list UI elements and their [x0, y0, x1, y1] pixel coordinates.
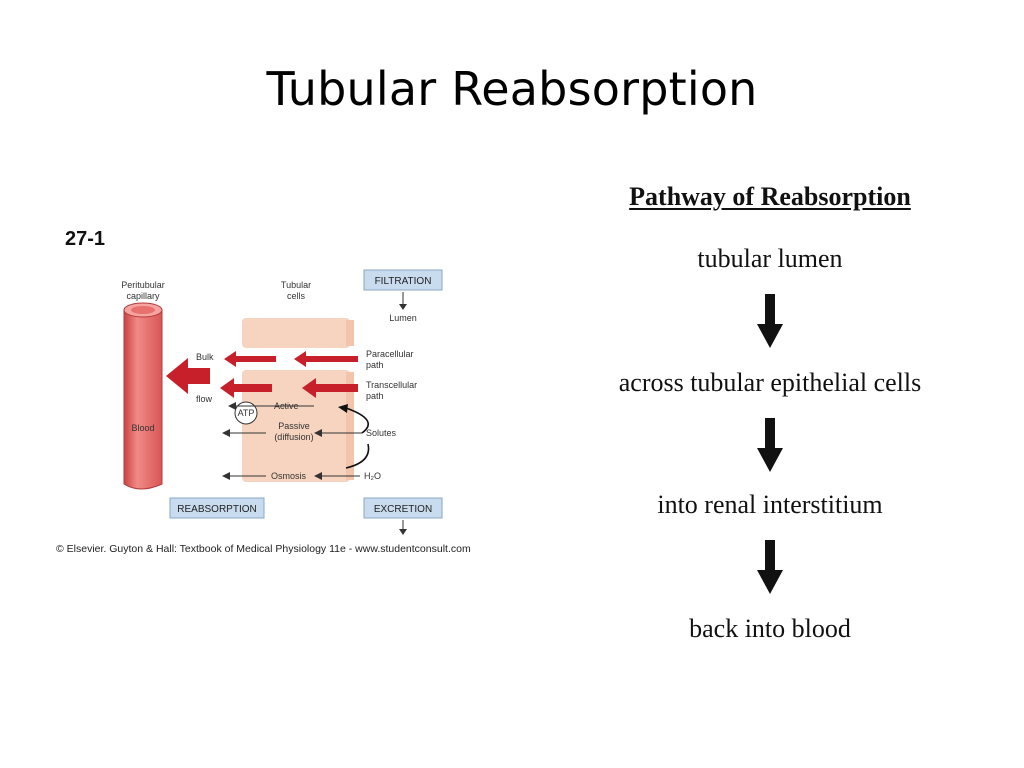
bulk-flow-arrow [166, 358, 210, 394]
peritubular-capillary [123, 302, 163, 490]
reabsorption-pathway: Pathway of Reabsorption tubular lumen ac… [560, 180, 980, 643]
reabsorption-figure: 27-1 Peritubular capillary Blood Tubular… [50, 222, 530, 567]
reabsorption-diagram: Peritubular capillary Blood Tubular cell… [121, 269, 443, 535]
slide-title: Tubular Reabsorption [266, 62, 758, 116]
blood-label: Blood [131, 423, 154, 433]
excretion-label: EXCRETION [374, 504, 432, 515]
paracellular-arrows [224, 351, 358, 367]
paracellular-label-2: path [366, 360, 384, 370]
atp-icon [234, 401, 258, 425]
filtration-box [363, 269, 443, 291]
passive-label-2: (diffusion) [274, 432, 313, 442]
figure-credit: © Elsevier. Guyton & Hall: Textbook of M… [56, 543, 471, 555]
passive-label-1: Passive [278, 421, 310, 431]
pathway-step-1: tubular lumen [697, 244, 843, 273]
tubular-cells [242, 318, 354, 482]
tubular-cells-label-2: cells [287, 291, 306, 301]
down-arrow-icon [757, 418, 783, 474]
bulk-flow-label-2: flow [196, 394, 213, 404]
reabsorption-box [169, 497, 265, 519]
excretion-box [363, 497, 443, 519]
down-arrow-icon [757, 540, 783, 596]
peritubular-label-2: capillary [126, 291, 160, 301]
atp-label: ATP [238, 408, 255, 418]
tubular-cells-label-1: Tubular [281, 280, 311, 290]
pathway-step-2: across tubular epithelial cells [618, 368, 922, 397]
bulk-flow-label-1: Bulk [196, 352, 214, 362]
pathway-step-3: into renal interstitium [657, 490, 883, 519]
filtration-label: FILTRATION [375, 276, 432, 287]
figure-number: 27-1 [65, 228, 106, 250]
reabsorption-label: REABSORPTION [177, 504, 256, 515]
solutes-curve-arrow [345, 407, 369, 434]
solutes-label: Solutes [366, 428, 397, 438]
osmosis-label: Osmosis [271, 471, 307, 481]
pathway-title: Pathway of Reabsorption [629, 182, 911, 211]
lumen-label: Lumen [389, 313, 417, 323]
paracellular-label-1: Paracellular [366, 349, 414, 359]
transcellular-label-1: Transcellular [366, 380, 417, 390]
peritubular-label-1: Peritubular [121, 280, 165, 290]
transcellular-label-2: path [366, 391, 384, 401]
transcellular-arrows [220, 378, 358, 398]
active-label: Active [274, 401, 299, 411]
water-label: H₂O [364, 471, 381, 481]
pathway-step-4: back into blood [689, 614, 851, 643]
down-arrow-icon [757, 294, 783, 350]
